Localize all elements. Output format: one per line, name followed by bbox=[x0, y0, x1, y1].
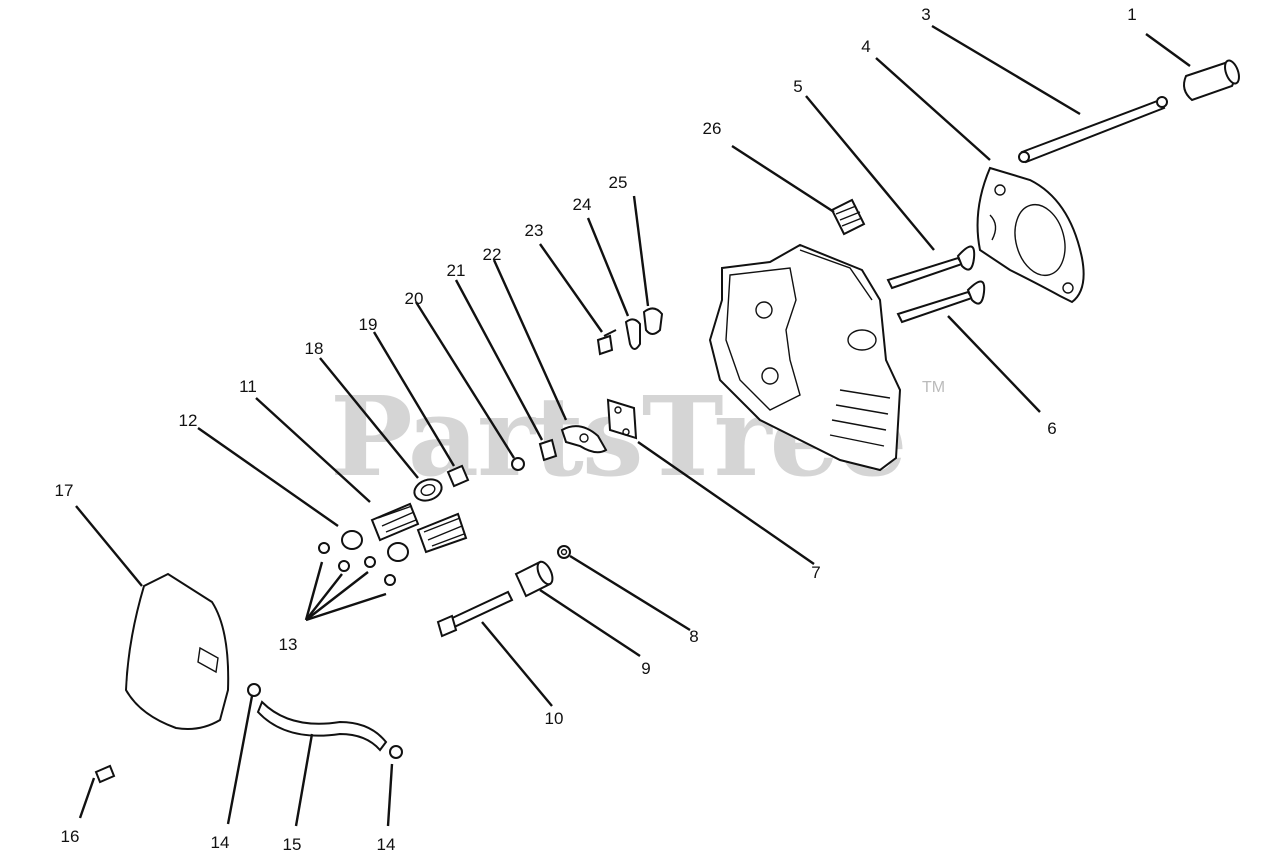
part-1-tappet bbox=[1183, 59, 1240, 102]
callout-6: 6 bbox=[1047, 419, 1056, 438]
callout-19: 19 bbox=[359, 315, 378, 334]
callout-16: 16 bbox=[61, 827, 80, 846]
part-5-valve bbox=[886, 245, 976, 290]
callout-15: 15 bbox=[283, 835, 302, 854]
part-24-guide bbox=[624, 318, 641, 350]
part-16-screw bbox=[94, 764, 116, 784]
part-6-valve bbox=[896, 280, 986, 324]
callout-24: 24 bbox=[573, 195, 592, 214]
part-18-retainer bbox=[413, 478, 443, 502]
callout-5: 5 bbox=[793, 77, 802, 96]
leader-lines bbox=[75, 24, 1191, 827]
part-3-push-rod bbox=[1018, 96, 1168, 164]
part-20-nut bbox=[511, 457, 525, 471]
part-14-clamp-left bbox=[247, 683, 261, 697]
callout-7: 7 bbox=[811, 563, 820, 582]
part-21-pivot bbox=[538, 438, 558, 462]
part-7-rocker-plate bbox=[606, 398, 638, 440]
callout-11: 11 bbox=[239, 377, 257, 396]
callout-14-left: 14 bbox=[211, 833, 230, 852]
callout-25: 25 bbox=[609, 173, 628, 192]
callout-1: 1 bbox=[1127, 5, 1136, 24]
part-25-guide bbox=[642, 307, 664, 335]
callout-labels: 1 3 4 5 6 7 8 9 10 11 12 13 14 14 15 16 … bbox=[55, 5, 1137, 854]
callout-18: 18 bbox=[305, 339, 324, 358]
callout-26: 26 bbox=[703, 119, 722, 138]
part-14-clamp-right bbox=[389, 745, 403, 759]
part-10-bolt bbox=[436, 590, 514, 638]
part-19-seal bbox=[446, 464, 470, 488]
callout-23: 23 bbox=[525, 221, 544, 240]
callout-12: 12 bbox=[179, 411, 198, 430]
part-22-rocker-arm bbox=[560, 425, 608, 454]
callout-10: 10 bbox=[545, 709, 564, 728]
part-9-spacer bbox=[514, 560, 554, 598]
callout-13: 13 bbox=[279, 635, 298, 654]
watermark-trademark: TM bbox=[922, 379, 945, 396]
callout-14-right: 14 bbox=[377, 835, 396, 854]
part-26-breather bbox=[830, 198, 866, 236]
callout-9: 9 bbox=[641, 659, 650, 678]
callout-4: 4 bbox=[861, 37, 870, 56]
callout-3: 3 bbox=[921, 5, 930, 24]
part-4-gasket bbox=[976, 166, 1085, 304]
part-17-valve-cover bbox=[124, 572, 230, 730]
part-11-valve-springs bbox=[370, 502, 468, 554]
callout-22: 22 bbox=[483, 245, 502, 264]
cylinder-head bbox=[708, 243, 902, 472]
callout-17: 17 bbox=[55, 481, 74, 500]
part-8-washer bbox=[557, 545, 571, 559]
callout-8: 8 bbox=[689, 627, 698, 646]
part-13-keepers bbox=[318, 542, 396, 586]
callout-21: 21 bbox=[447, 261, 466, 280]
callout-20: 20 bbox=[405, 289, 424, 308]
part-23-screw bbox=[596, 329, 617, 356]
part-15-hose bbox=[256, 700, 388, 752]
part-12-spring-retainers bbox=[341, 530, 409, 562]
